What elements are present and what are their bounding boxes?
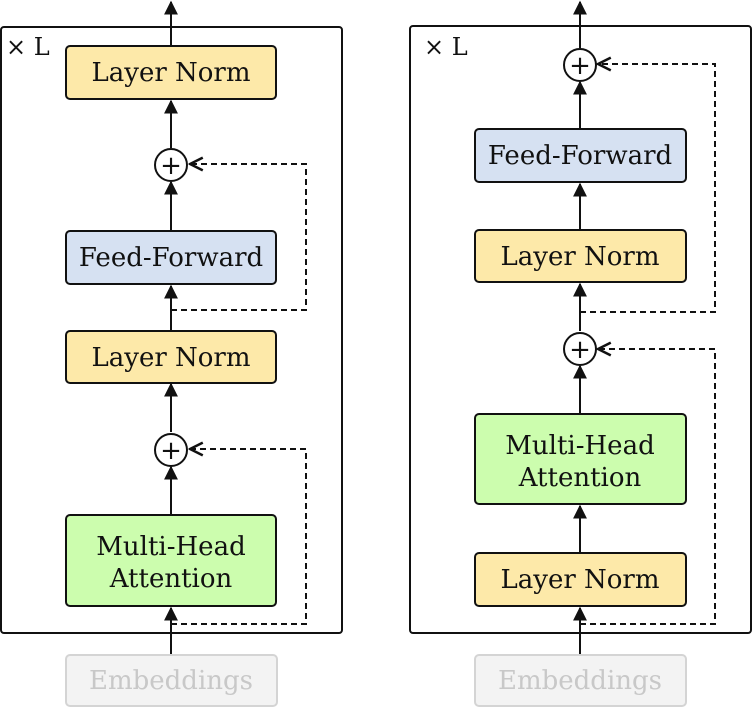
- pre-ln-lower-layer-norm: Layer Norm: [474, 552, 687, 607]
- pre-ln-upper-layer-norm: Layer Norm: [474, 229, 687, 283]
- pre-ln-attention-label-line1: Multi-Head: [505, 431, 654, 461]
- post-ln-embeddings: Embeddings: [65, 654, 278, 707]
- pre-ln-adder-1: +: [563, 332, 597, 366]
- post-ln-attention-label-line2: Attention: [109, 564, 233, 594]
- post-ln-top-layer-norm: Layer Norm: [65, 45, 277, 100]
- pre-ln-upper-layer-norm-label: Layer Norm: [500, 242, 659, 272]
- post-ln-residual-1: [171, 449, 307, 625]
- post-ln-embeddings-label: Embeddings: [89, 666, 253, 696]
- pre-ln-feed-forward: Feed-Forward: [474, 128, 687, 183]
- post-ln-adder-1: +: [154, 433, 188, 467]
- pre-ln-embeddings: Embeddings: [474, 654, 687, 707]
- pre-ln-block: × L + Feed-Forward Layer Norm +: [409, 0, 752, 707]
- pre-ln-adder-1-symbol: +: [569, 335, 591, 365]
- post-ln-repeat-label: × L: [6, 33, 50, 61]
- post-ln-feed-forward: Feed-Forward: [65, 230, 277, 285]
- pre-ln-repeat-label: × L: [424, 33, 468, 61]
- post-ln-top-layer-norm-label: Layer Norm: [91, 58, 250, 88]
- pre-ln-residual-2: [580, 64, 716, 313]
- pre-ln-residual-1: [580, 349, 716, 625]
- pre-ln-adder-2: +: [563, 48, 597, 82]
- post-ln-block: × L Layer Norm + Feed-Forward Layer Norm: [0, 0, 343, 707]
- post-ln-attention-label-line1: Multi-Head: [96, 532, 245, 562]
- pre-ln-attention-label-line2: Attention: [518, 463, 642, 493]
- post-ln-feed-forward-label: Feed-Forward: [79, 243, 263, 273]
- pre-ln-embeddings-label: Embeddings: [498, 666, 662, 696]
- pre-ln-lower-layer-norm-label: Layer Norm: [500, 565, 659, 595]
- post-ln-mid-layer-norm-label: Layer Norm: [91, 343, 250, 373]
- post-ln-adder-1-symbol: +: [160, 436, 182, 466]
- post-ln-adder-2: +: [154, 148, 188, 182]
- pre-ln-multi-head-attention: Multi-Head Attention: [474, 413, 687, 505]
- pre-ln-adder-2-symbol: +: [569, 51, 591, 81]
- post-ln-adder-2-symbol: +: [160, 151, 182, 181]
- post-ln-multi-head-attention: Multi-Head Attention: [65, 514, 277, 607]
- pre-ln-feed-forward-label: Feed-Forward: [488, 141, 672, 171]
- post-ln-mid-layer-norm: Layer Norm: [65, 330, 277, 384]
